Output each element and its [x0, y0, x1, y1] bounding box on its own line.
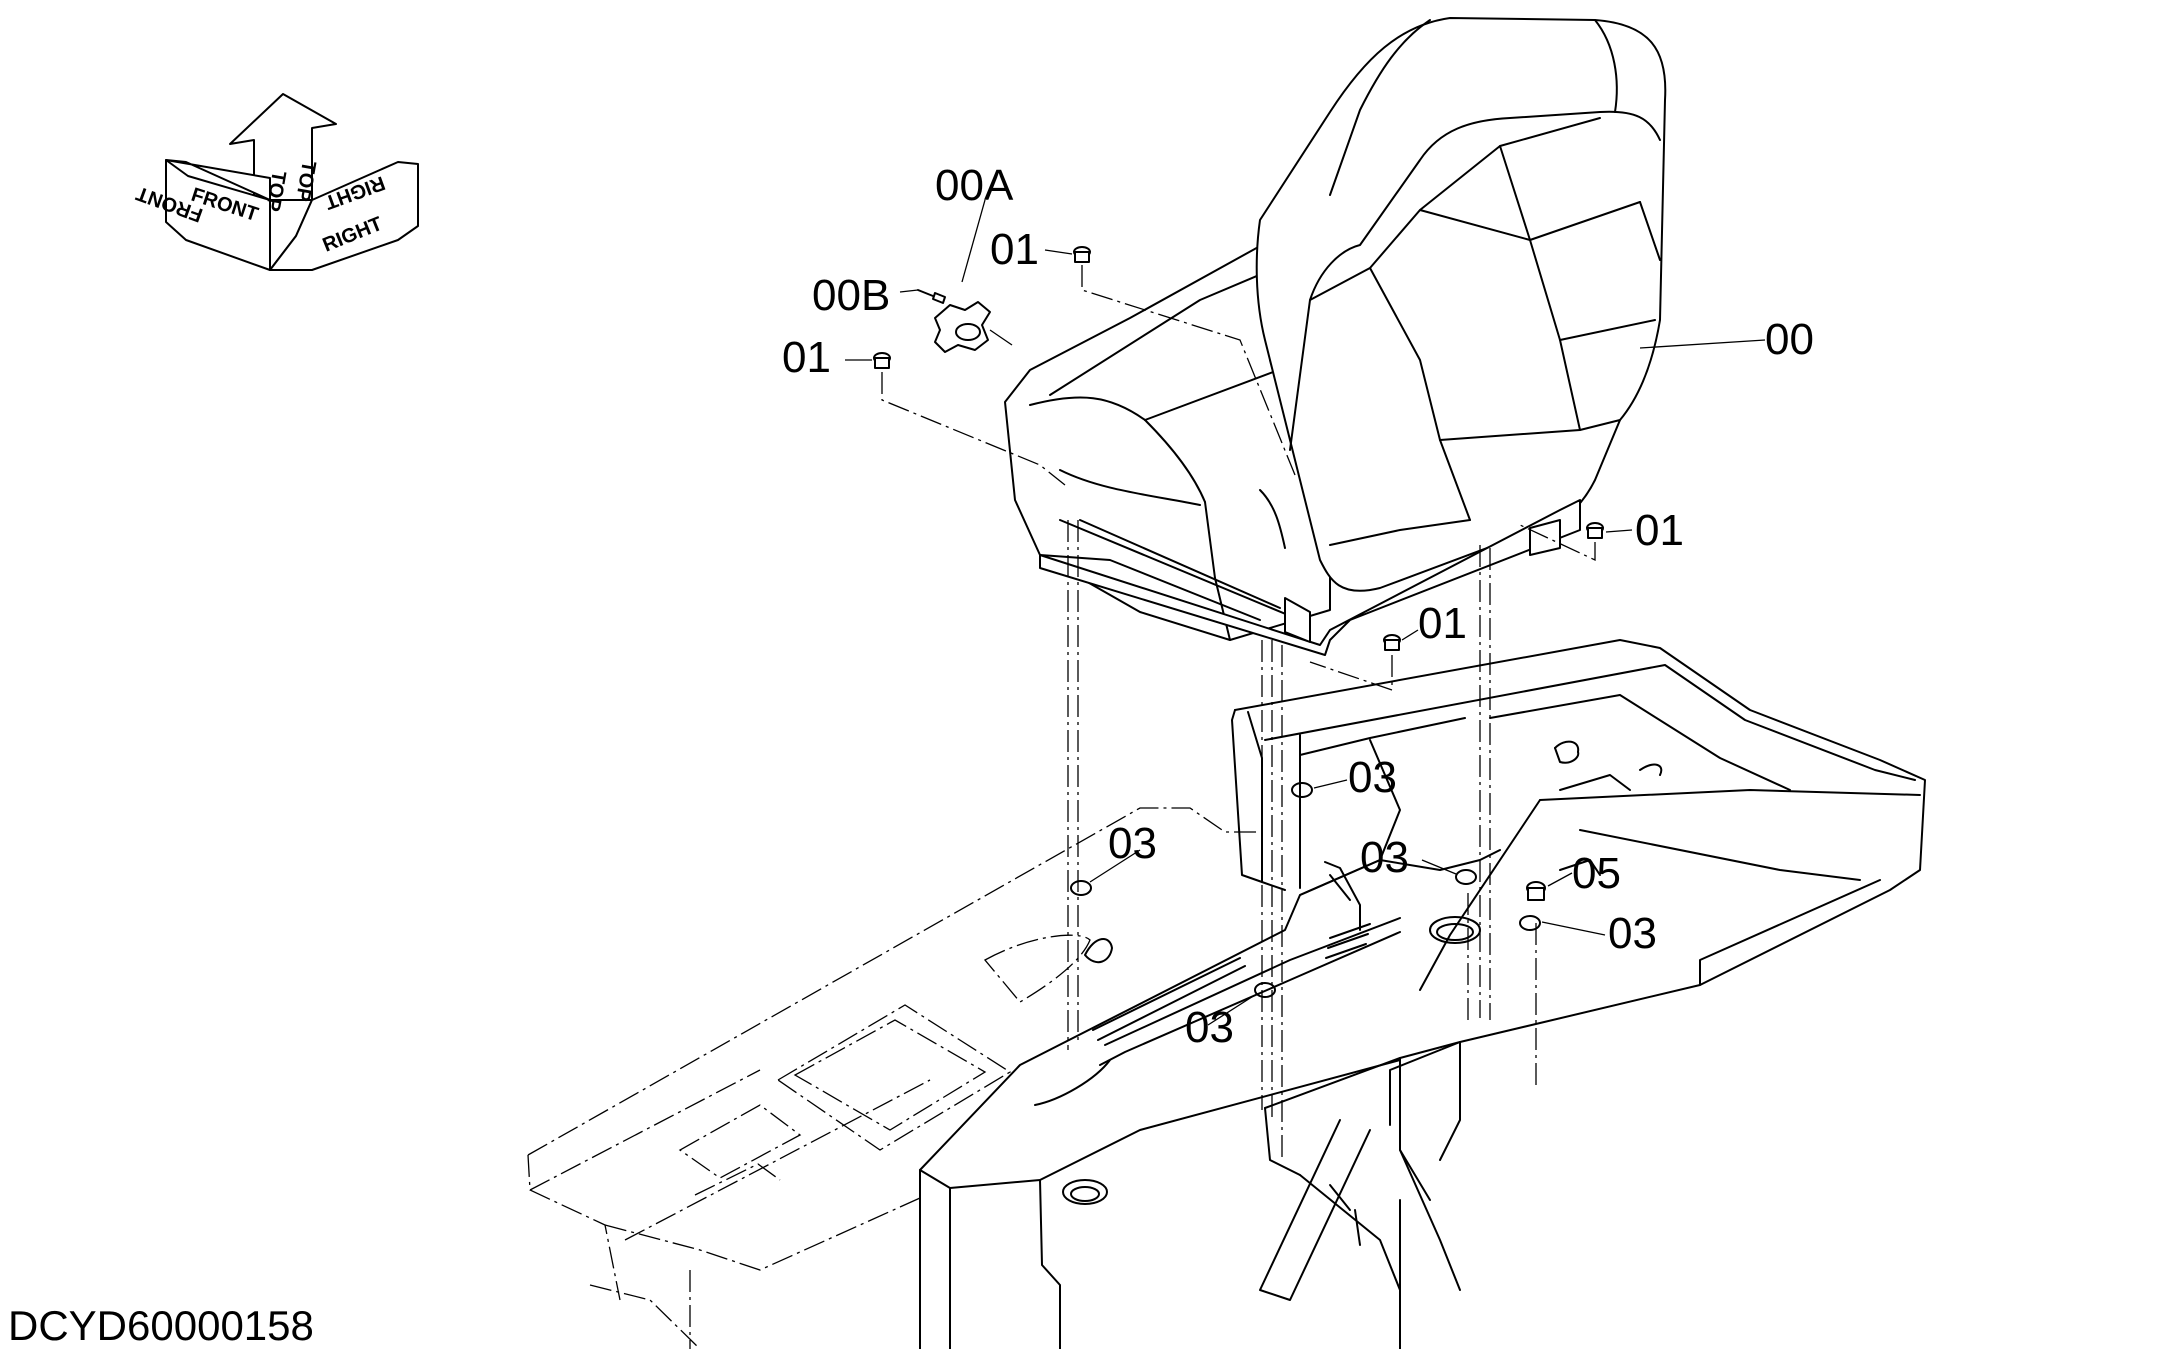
leader-lines — [845, 199, 1766, 1026]
hole-plug-03-d — [1519, 915, 1541, 931]
bolt-01-left — [873, 352, 891, 369]
callout-01-right: 01 — [1635, 506, 1684, 555]
hole-plug-03-b — [1070, 880, 1092, 896]
callout-03-a: 03 — [1348, 753, 1397, 802]
callout-03-c: 03 — [1360, 833, 1409, 882]
adjust-knob — [934, 301, 1013, 353]
callout-05: 05 — [1572, 849, 1621, 898]
bolt-01-lower — [1383, 634, 1401, 651]
orientation-compass: FRONT FRONT TOP TOP RIGHT RIGHT — [133, 93, 419, 271]
hole-plug-03-e — [1254, 982, 1276, 998]
right-arrow-icon — [269, 161, 419, 271]
callout-01-left: 01 — [782, 333, 831, 382]
callout-00A: 00A — [935, 161, 1014, 210]
operator-seat — [1004, 17, 1667, 656]
callout-03-b: 03 — [1108, 819, 1157, 868]
document-id: DCYD60000158 — [8, 1302, 314, 1349]
callout-labels: 00A 00B 01 01 00 01 01 03 03 03 05 03 03 — [782, 161, 1814, 1052]
callout-03-d: 03 — [1608, 909, 1657, 958]
machine-frame — [527, 639, 1926, 1349]
bolt-05 — [1526, 881, 1546, 901]
assembly-center-lines — [881, 265, 1596, 1160]
callout-03-e: 03 — [1185, 1003, 1234, 1052]
callout-00B: 00B — [812, 271, 890, 320]
callout-01-top: 01 — [990, 225, 1039, 274]
knob-pin — [917, 289, 946, 304]
hole-plug-03-c — [1455, 869, 1477, 885]
callout-00: 00 — [1765, 315, 1814, 364]
hole-plug-03-a — [1291, 782, 1313, 798]
bolt-01-right — [1586, 522, 1604, 539]
bolt-01-top — [1073, 246, 1091, 263]
callout-01-lower: 01 — [1418, 599, 1467, 648]
